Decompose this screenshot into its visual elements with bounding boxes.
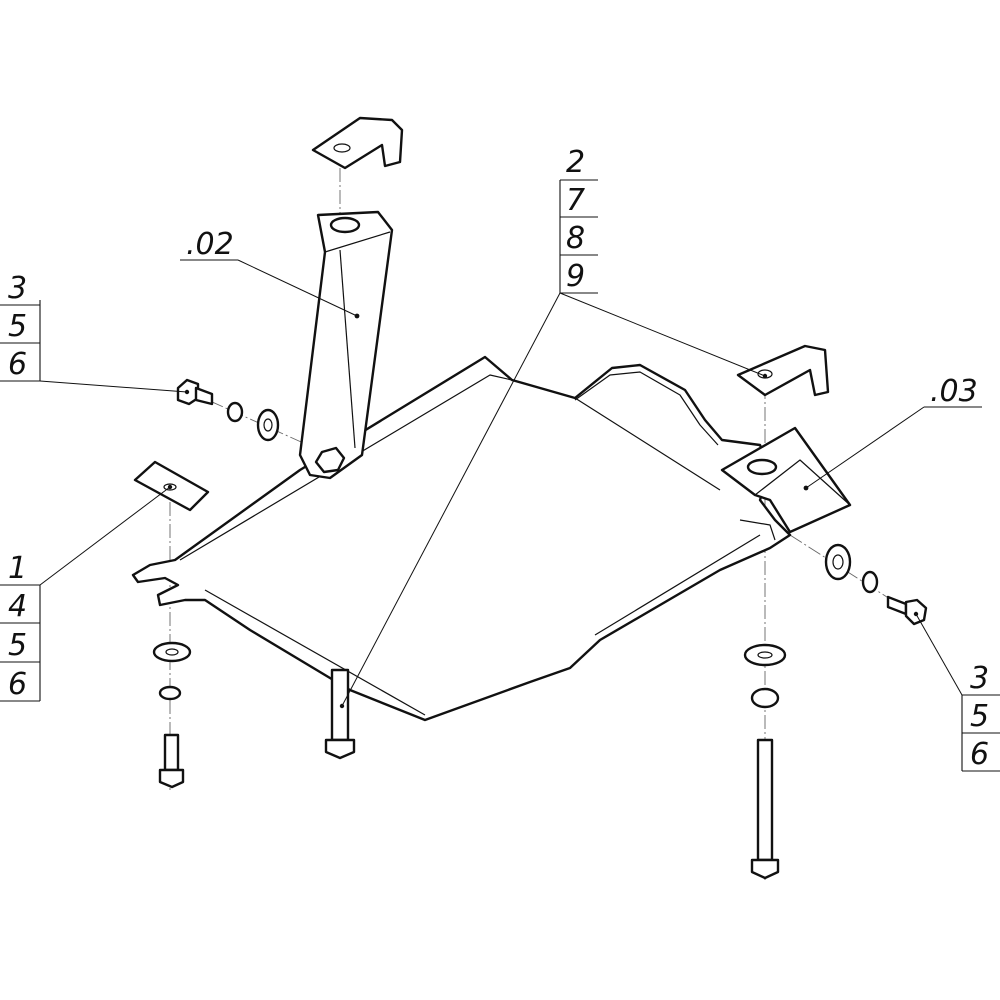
leader-top-center-bolt-dot xyxy=(339,703,345,709)
callout-bracket-right: .03 xyxy=(803,374,982,491)
plate-top-hole xyxy=(333,143,351,153)
bolt-shank-right-vertical xyxy=(756,738,774,862)
spring-washer-right-vertical xyxy=(750,687,780,709)
callout-bracket-left-text: .02 xyxy=(186,227,234,262)
callout-left-top-3: 6 xyxy=(8,347,27,382)
flat-washer-right-vertical xyxy=(743,643,787,667)
flat-washer-left-hole xyxy=(263,418,273,432)
skid-plate xyxy=(131,355,792,722)
leader-bracket-right-dot xyxy=(803,485,809,491)
bolt-shank-left-vertical xyxy=(163,733,180,772)
skid-plate-rear-flange xyxy=(179,374,513,561)
skid-plate-cutout-edge xyxy=(574,371,719,446)
leader-left-bottom xyxy=(39,486,171,586)
leader-bracket-left-dot xyxy=(354,313,360,319)
skid-plate-side-flange xyxy=(594,534,761,636)
bracket-left-edge xyxy=(339,249,356,449)
bracket-left xyxy=(298,210,394,480)
skid-plate-crease-right xyxy=(511,379,721,491)
callout-right-bottom-3: 6 xyxy=(970,737,989,772)
flat-washer-left xyxy=(256,408,280,442)
bolt-head-left-vertical xyxy=(158,768,185,789)
leader-left-top-dot xyxy=(184,389,190,395)
callout-top-center-3: 8 xyxy=(566,221,585,256)
skid-plate-corner-tab xyxy=(739,519,776,541)
hardware-center xyxy=(324,668,356,760)
plate-top-body xyxy=(311,116,404,170)
bolt-head-center xyxy=(324,738,356,760)
callout-left-top-2: 5 xyxy=(8,309,27,344)
flat-washer-left-vertical-hole xyxy=(165,648,179,656)
callout-left-bottom-1: 1 xyxy=(8,551,27,586)
bracket-right-bend xyxy=(754,459,851,506)
bolt-head-right-vertical xyxy=(750,858,780,880)
callout-left-top: 3 5 6 xyxy=(0,271,190,395)
leader-top-center-bolt xyxy=(341,292,561,707)
callout-right-bottom: 3 5 6 xyxy=(913,611,1000,772)
flat-washer-right-hole xyxy=(832,554,844,570)
callout-right-bottom-2: 5 xyxy=(970,699,989,734)
bolt-shank-center xyxy=(330,668,350,742)
leader-right-bottom xyxy=(915,613,963,696)
hardware-right-horizontal xyxy=(824,543,928,626)
callout-bracket-left: .02 xyxy=(180,227,360,319)
callout-left-bottom: 1 4 5 6 xyxy=(0,484,173,702)
callout-bracket-right-text: .03 xyxy=(930,374,978,409)
bracket-right-hole xyxy=(746,458,778,476)
spring-washer-right xyxy=(861,570,879,594)
bracket-left-bend xyxy=(324,231,391,253)
leader-left-top xyxy=(39,380,188,393)
plate-top xyxy=(311,116,404,170)
callout-top-center-2: 7 xyxy=(566,183,585,218)
bracket-left-hole xyxy=(329,216,361,234)
callout-left-bottom-2: 4 xyxy=(8,589,27,624)
callout-top-center-1: 2 xyxy=(566,145,585,180)
leader-left-bottom-dot xyxy=(167,484,173,490)
leader-bracket-right xyxy=(805,406,925,489)
spring-washer-left xyxy=(226,401,244,423)
bracket-left-body xyxy=(298,210,394,480)
hardware-right-vertical xyxy=(743,643,787,880)
flat-washer-right xyxy=(824,543,852,581)
callout-left-top-1: 3 xyxy=(8,271,27,306)
spring-washer-left-vertical xyxy=(158,685,182,701)
flat-washer-right-vertical-hole xyxy=(757,651,773,659)
bolt-shank-right xyxy=(886,595,908,616)
flat-washer-left-vertical xyxy=(152,641,192,663)
leader-top-center-plate-dot xyxy=(762,373,768,379)
bolt-shank-left xyxy=(194,386,214,406)
bracket-left-nut xyxy=(314,446,346,474)
callout-top-center-4: 9 xyxy=(566,259,585,294)
plate-left-hole xyxy=(163,483,177,491)
plate-right-body xyxy=(736,344,830,397)
callout-left-bottom-3: 5 xyxy=(8,628,27,663)
leader-top-center-plate xyxy=(559,292,766,377)
callout-top-center: 2 7 8 9 xyxy=(339,145,768,709)
hardware-left-horizontal xyxy=(176,378,280,442)
leader-bracket-left xyxy=(237,259,358,317)
skid-plate-front-flange xyxy=(204,589,426,716)
leader-right-bottom-dot xyxy=(913,611,919,617)
callout-left-bottom-4: 6 xyxy=(8,667,27,702)
hardware-left-vertical xyxy=(152,641,192,789)
callout-right-bottom-1: 3 xyxy=(970,661,989,696)
bracket-right xyxy=(720,426,852,534)
skid-plate-outline xyxy=(131,355,792,722)
